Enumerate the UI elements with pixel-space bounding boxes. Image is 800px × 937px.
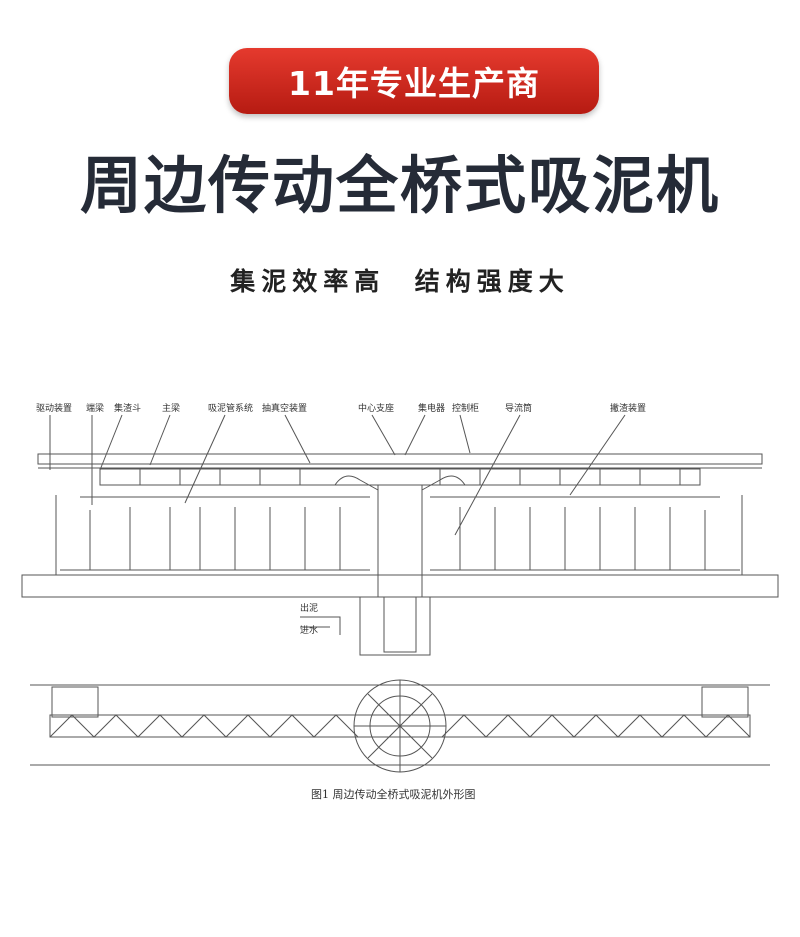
- badge-text: 11年专业生产商: [288, 64, 540, 103]
- label-main-beam: 主梁: [162, 402, 180, 414]
- label-skimmer: 撇渣装置: [610, 402, 646, 414]
- label-guide-cylinder: 导流筒: [505, 402, 532, 414]
- label-drive: 驱动装置: [36, 402, 72, 414]
- bridge-beam: [37, 453, 763, 465]
- label-suction-pipe: 吸泥管系统: [208, 402, 253, 414]
- label-center-support: 中心支座: [358, 402, 394, 414]
- page-title: 周边传动全桥式吸泥机: [79, 149, 720, 222]
- badge: 11年专业生产商: [229, 48, 599, 114]
- label-inlet-water: 进水: [300, 624, 318, 636]
- bridge-verticals: [139, 469, 681, 485]
- label-collector: 集电器: [418, 402, 445, 414]
- figure-caption: 图1 周边传动全桥式吸泥机外形图: [311, 788, 476, 801]
- label-vacuum: 抽真空装置: [262, 402, 307, 414]
- subtitle: 集泥效率高 结构强度大: [230, 267, 570, 296]
- tank-wall: [21, 574, 779, 598]
- machine-drawing: 驱动装置 端梁 集渣斗 主梁 吸泥管系统 抽真空装置 中心支座 集电器 控制柜 …: [21, 402, 779, 773]
- leader-lines: [49, 414, 626, 536]
- suction-pipes: [89, 507, 706, 570]
- label-outlet-mud: 出泥: [300, 602, 318, 614]
- truss-beam: [99, 468, 701, 486]
- label-rail: 端梁: [86, 402, 104, 414]
- label-control-cabinet: 控制柜: [452, 402, 479, 414]
- label-hopper: 集渣斗: [114, 402, 141, 414]
- center-column: [377, 484, 423, 598]
